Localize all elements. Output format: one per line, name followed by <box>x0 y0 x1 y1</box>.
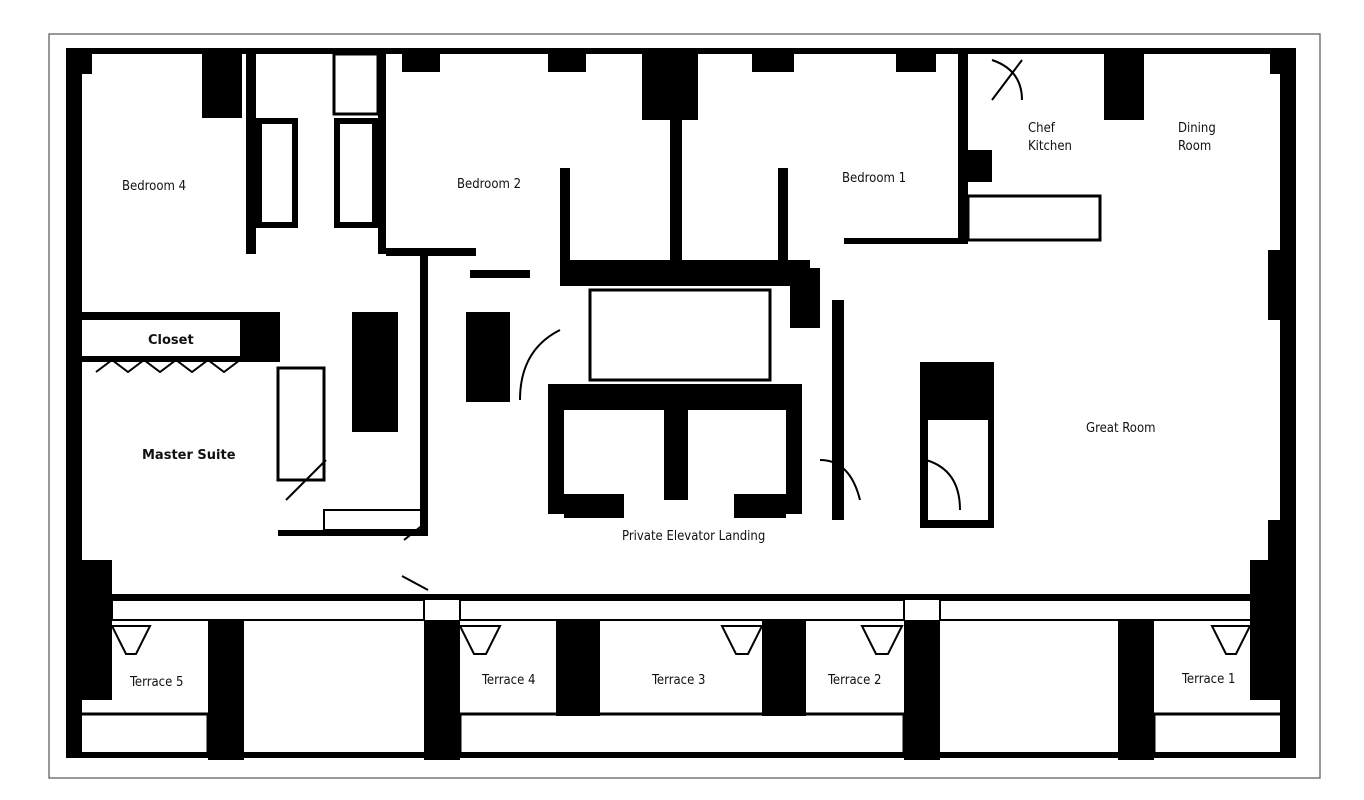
label-terrace-1: Terrace 1 <box>1181 672 1235 687</box>
label-terrace-4: Terrace 4 <box>481 673 535 688</box>
label-bedroom-1: Bedroom 1 <box>842 171 906 186</box>
label-bedroom-4: Bedroom 4 <box>122 179 186 194</box>
room-labels: Bedroom 4 Bedroom 2 Bedroom 1 Chef Kitch… <box>122 121 1235 690</box>
label-bedroom-2: Bedroom 2 <box>457 177 521 192</box>
page-border <box>48 33 1321 779</box>
label-private-elevator-landing: Private Elevator Landing <box>622 529 765 544</box>
label-terrace-3: Terrace 3 <box>651 673 705 688</box>
label-dining: Dining <box>1178 121 1216 136</box>
label-kitchen: Kitchen <box>1028 139 1072 154</box>
label-room: Room <box>1178 139 1211 154</box>
label-terrace-5: Terrace 5 <box>129 675 183 690</box>
label-closet: Closet <box>148 333 194 348</box>
label-great-room: Great Room <box>1086 421 1156 436</box>
interior-walls <box>76 52 1290 760</box>
label-master-suite: Master Suite <box>142 448 236 463</box>
door-swings <box>95 59 1252 655</box>
label-terrace-2: Terrace 2 <box>827 673 881 688</box>
label-chef: Chef <box>1028 121 1056 136</box>
